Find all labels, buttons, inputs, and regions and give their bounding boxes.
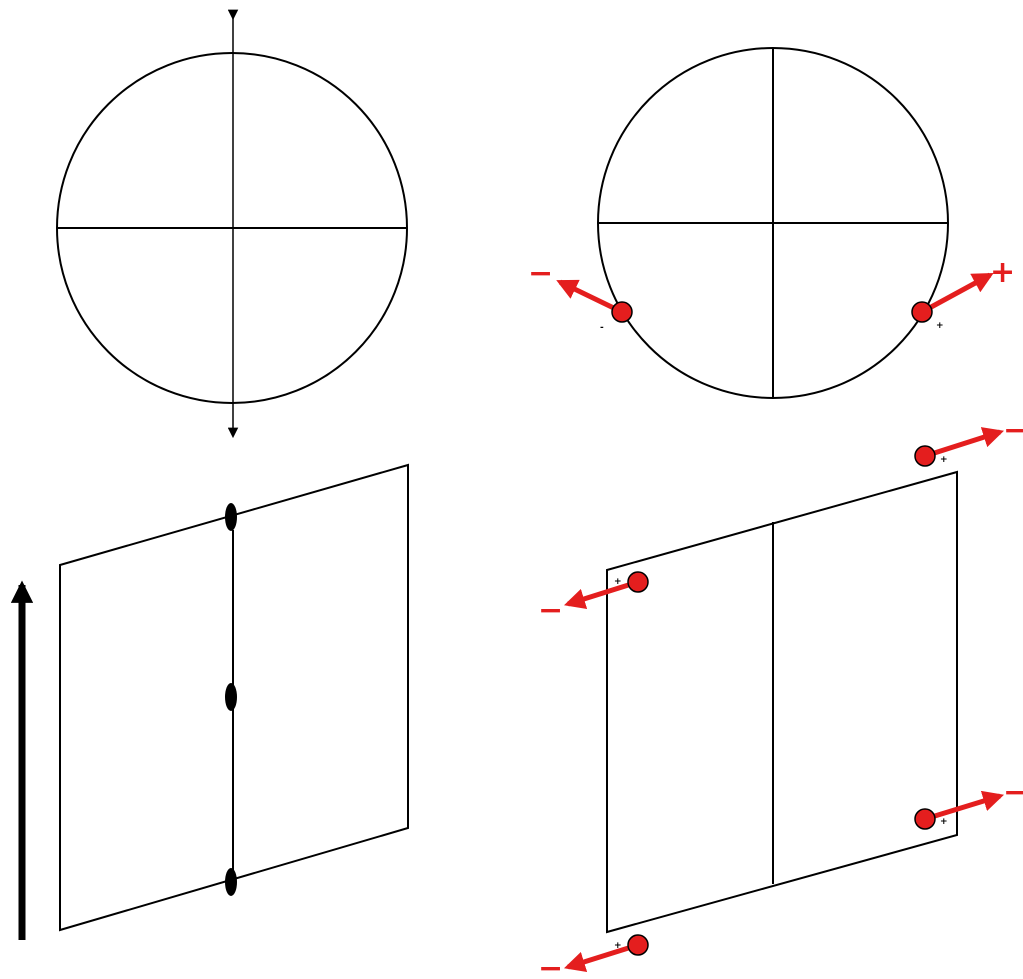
top-right-right-sign: +: [990, 255, 1015, 290]
bottom-right-charge-4-small-mark: +: [614, 941, 622, 951]
top-right-left-charge: [611, 301, 633, 323]
bottom-right-charge-1: [914, 445, 936, 467]
bottom-right-charge-4: [627, 934, 649, 956]
top-right-right-arrow: [920, 272, 994, 315]
bottom-right-parallelogram: [606, 470, 958, 934]
bottom-left-parallelogram: [59, 463, 409, 932]
top-right-right-small-mark: +: [936, 321, 944, 331]
bottom-right-charge-4-arrow: [563, 942, 639, 972]
twofold-symbol-top: [225, 503, 237, 531]
bottom-right-charge-1-small-mark: +: [940, 455, 948, 465]
bottom-right-charge-2-arrow: [563, 579, 639, 609]
bottom-left-panel: [10, 463, 409, 940]
top-right-panel: − - + +: [528, 47, 1015, 399]
bottom-right-charge-4-sign: −: [538, 951, 563, 979]
top-right-left-sign: −: [528, 256, 553, 291]
bottom-right-charge-3-small-mark: +: [940, 817, 948, 827]
bottom-right-charge-1-sign: −: [1003, 413, 1023, 448]
bottom-right-charge-3-sign: −: [1003, 775, 1023, 810]
top-right-right-charge: [911, 301, 933, 323]
twofold-symbol-middle: [225, 683, 237, 711]
top-right-left-small-mark: -: [600, 323, 604, 333]
top-right-left-arrow: [556, 279, 624, 315]
bottom-right-panel: − + − + − + − +: [538, 413, 1023, 979]
bottom-right-charge-2-small-mark: +: [614, 577, 622, 587]
bottom-right-charge-1-arrow: [924, 427, 1005, 459]
top-left-panel: [56, 9, 408, 439]
bottom-right-charge-3: [914, 808, 936, 830]
bottom-right-charge-2-sign: −: [538, 593, 563, 628]
bottom-right-charge-3-arrow: [924, 790, 1005, 822]
bottom-right-charge-2: [627, 571, 649, 593]
twofold-symbol-bottom: [225, 868, 237, 896]
